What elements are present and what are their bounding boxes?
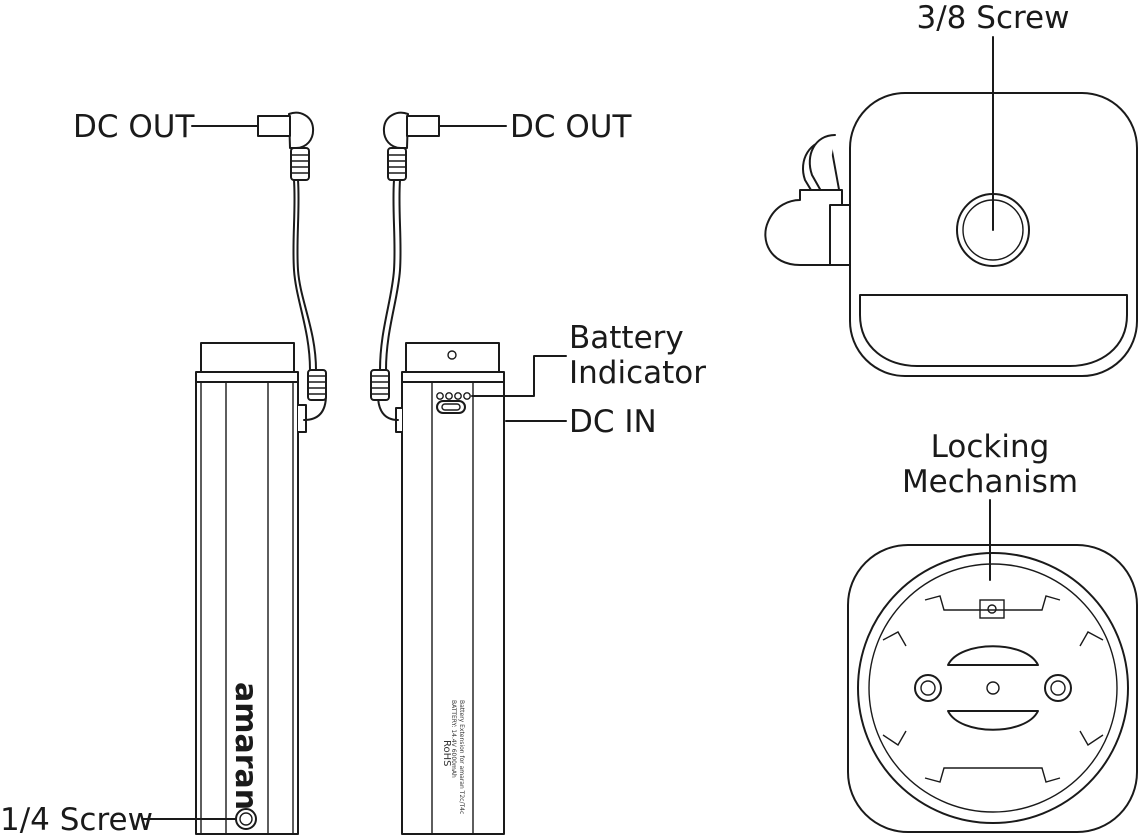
lock-slot-bottom [947, 710, 1039, 731]
battery-top-view [764, 92, 1138, 377]
label-locking-line2: Mechanism [902, 464, 1078, 500]
battery-indicator-leds [436, 392, 471, 400]
label-locking-line1: Locking [931, 429, 1050, 465]
svg-text:RoHS: RoHS [441, 740, 452, 766]
brand-logo: amaran [228, 682, 263, 810]
left-dc-cable [257, 111, 327, 421]
label-screw-14: 1/4 Screw [0, 802, 153, 837]
lock-slot-top [947, 645, 1039, 666]
label-screw-38: 3/8 Screw [917, 0, 1070, 36]
svg-text:Battery Extension for amaran T: Battery Extension for amaran T2c/T4c [458, 700, 465, 814]
label-dc-out-left: DC OUT [73, 109, 195, 145]
battery-back-view: Battery Extension for amaran T2c/T4c BAT… [395, 342, 505, 835]
dc-in-port [436, 400, 466, 414]
right-dc-cable [370, 111, 440, 421]
label-battery-indicator-line2: Indicator [569, 355, 706, 391]
svg-text:BATTERY: 14.4V 6000mAh: BATTERY: 14.4V 6000mAh [450, 700, 457, 778]
battery-front-view: amaran [195, 342, 307, 835]
back-label: Battery Extension for amaran T2c/T4c BAT… [441, 700, 465, 814]
label-battery-indicator-line1: Battery [569, 320, 684, 356]
locking-mechanism-view [847, 544, 1138, 833]
label-dc-out-right: DC OUT [510, 109, 632, 145]
callout-lines [142, 36, 994, 820]
label-dc-in: DC IN [569, 404, 657, 440]
screw-14-icon [235, 808, 257, 830]
